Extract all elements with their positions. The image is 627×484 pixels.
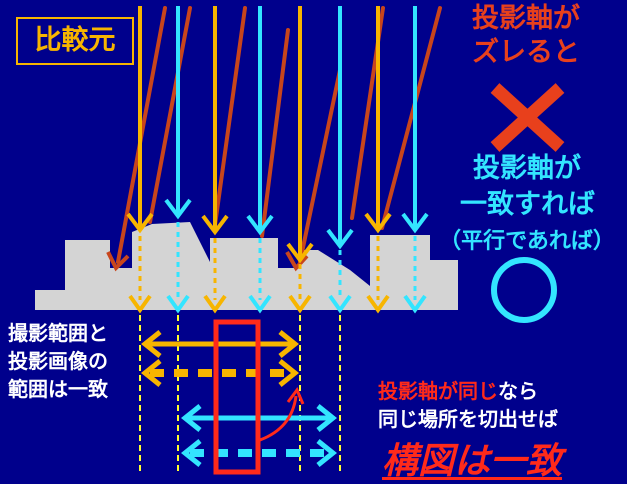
orange-arrowheads	[126, 212, 392, 264]
cyan-rays	[176, 6, 417, 244]
oblique-arrowhead	[106, 251, 130, 272]
shift-arrowhead	[286, 387, 305, 405]
orange-range-arrow-solid	[140, 330, 300, 358]
orange-range-arrow-dotted	[140, 359, 300, 387]
cyan-dotted-rays	[176, 222, 417, 300]
range-note-line1: 撮影範囲と	[8, 321, 108, 345]
aligned-line2: 一致すれば	[460, 189, 595, 220]
shift-arrow	[259, 395, 298, 442]
orange-bottom-arrowheads	[128, 294, 390, 314]
crop-window	[213, 319, 261, 475]
conclusion-text: 構図は一致	[382, 441, 563, 482]
orange-rays	[138, 6, 380, 258]
guide-lines	[139, 315, 341, 472]
range-note-line3: 範囲は一致	[8, 377, 108, 401]
comparison-label: 比較元	[16, 17, 134, 65]
misaligned-line1: 投影軸が	[472, 3, 580, 34]
crop-note-highlight: 投影軸が同じ	[378, 379, 498, 403]
aligned-line3: （平行であれば）	[439, 229, 615, 254]
crop-note-line1: 投影軸が同じなら	[378, 378, 538, 405]
cyan-bottom-arrowheads	[166, 294, 427, 314]
cyan-range-arrow-dotted	[180, 439, 338, 467]
crop-note-line2: 同じ場所を切出せば	[378, 407, 558, 431]
crop-note-suffix: なら	[498, 379, 538, 403]
terrain-shape	[35, 222, 458, 310]
cyan-arrowheads	[164, 198, 429, 250]
oblique-arrowhead	[285, 251, 309, 272]
range-note-line2: 投影画像の	[8, 349, 108, 373]
misaligned-line2: ズレると	[472, 37, 580, 68]
circle-mark-icon	[491, 257, 557, 323]
cross-mark-icon	[490, 83, 565, 152]
orange-dotted-rays	[138, 236, 380, 300]
aligned-line1: 投影軸が	[473, 153, 581, 184]
